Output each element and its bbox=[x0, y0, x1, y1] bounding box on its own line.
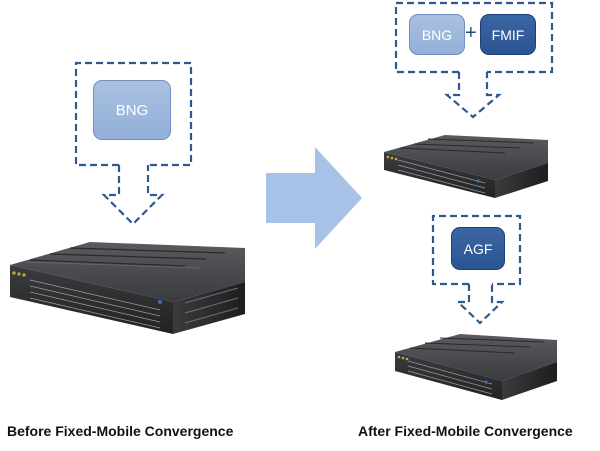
fmif-function-box: FMIF bbox=[480, 14, 536, 55]
bng-function-box: BNG bbox=[93, 80, 171, 140]
network-switch-icon bbox=[10, 242, 245, 334]
bng-label-after: BNG bbox=[421, 26, 453, 43]
dashed-down-arrow-icon bbox=[101, 165, 165, 226]
network-switch-icon bbox=[384, 135, 548, 198]
bng-label: BNG bbox=[115, 101, 149, 119]
after-caption: After Fixed-Mobile Convergence bbox=[358, 423, 573, 439]
plus-sign: + bbox=[465, 22, 477, 44]
before-caption: Before Fixed-Mobile Convergence bbox=[7, 423, 234, 439]
agf-function-box: AGF bbox=[451, 227, 505, 270]
left-callout bbox=[74, 61, 193, 226]
agf-label: AGF bbox=[463, 240, 493, 257]
dashed-down-arrow-icon bbox=[455, 284, 505, 325]
fmif-label: FMIF bbox=[491, 26, 525, 43]
right-top-callout-outline bbox=[394, 1, 554, 74]
right-bottom-callout-outline bbox=[431, 214, 522, 286]
right-bottom-callout bbox=[431, 214, 522, 325]
transition-arrow-icon bbox=[266, 147, 362, 249]
bng-function-box-after: BNG bbox=[409, 14, 465, 55]
right-top-callout bbox=[394, 1, 554, 119]
network-switch-icon bbox=[395, 334, 557, 400]
dashed-down-arrow-icon bbox=[443, 72, 503, 119]
left-callout-outline bbox=[74, 61, 193, 167]
